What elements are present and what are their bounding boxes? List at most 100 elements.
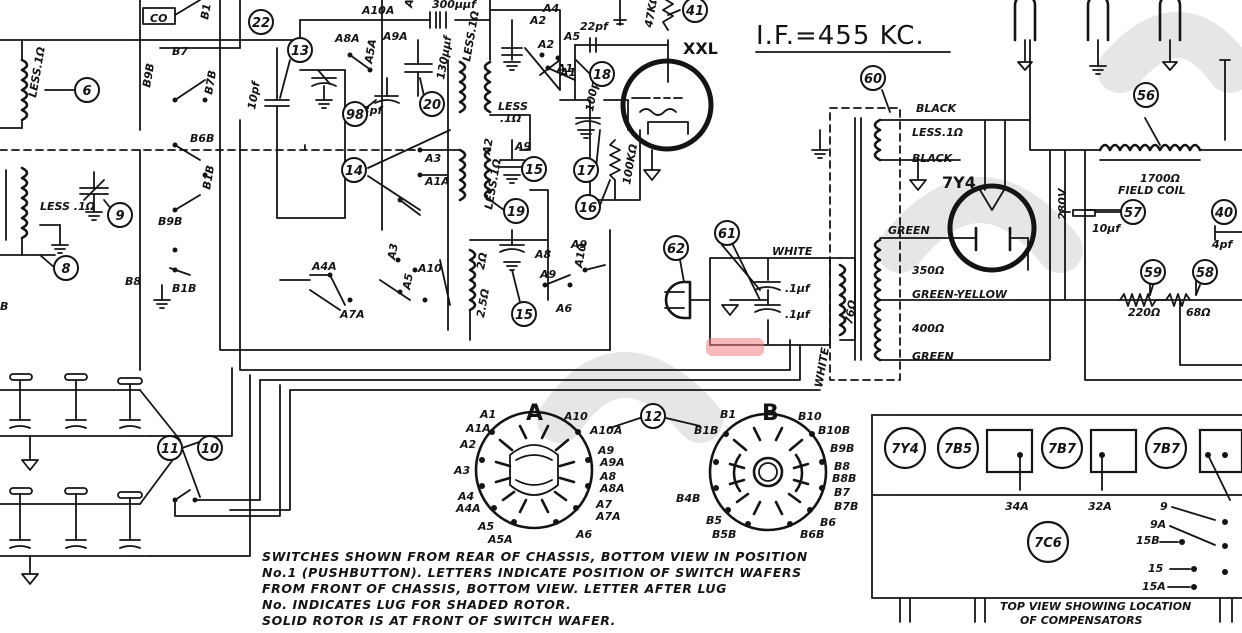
svg-text:15B: 15B [1136, 534, 1160, 547]
callout-56: 56 [1133, 82, 1159, 108]
svg-text:GREEN: GREEN [912, 350, 954, 363]
svg-text:B10: B10 [798, 410, 822, 423]
svg-text:A3: A3 [424, 152, 442, 165]
switch-wafer-b: B B1 B1B B4B B5 B5B B10 B10B B9B B8 B8B … [665, 401, 858, 541]
svg-text:15: 15 [525, 163, 543, 178]
svg-text:A5: A5 [400, 272, 416, 292]
svg-text:.1μf: .1μf [785, 308, 811, 321]
svg-text:10μf: 10μf [1092, 222, 1121, 235]
svg-text:300μμf: 300μμf [432, 0, 477, 11]
svg-text:59: 59 [1144, 266, 1162, 281]
svg-text:4pf: 4pf [1211, 238, 1234, 251]
svg-text:220Ω: 220Ω [1128, 306, 1160, 319]
svg-text:62: 62 [667, 242, 685, 257]
svg-text:7B5: 7B5 [944, 442, 972, 457]
callout-22: 22 [248, 9, 274, 35]
svg-text:GREEN: GREEN [888, 224, 930, 237]
svg-text:LESS .1Ω: LESS .1Ω [40, 200, 95, 213]
svg-text:B6B: B6B [800, 528, 824, 541]
svg-text:B4B: B4B [676, 492, 700, 505]
svg-text:LESS.1Ω: LESS.1Ω [460, 10, 482, 63]
svg-text:A10: A10 [563, 410, 588, 423]
svg-text:A10: A10 [572, 242, 589, 269]
svg-text:7B7: 7B7 [1152, 442, 1181, 457]
svg-text:B1B: B1B [200, 164, 217, 190]
callout-bubbles: 6 8 9 10 11 12 13 14 15 15 16 17 18 19 2… [39, 0, 1237, 461]
callout-61: 61 [714, 220, 740, 246]
svg-text:A2: A2 [459, 438, 477, 451]
svg-text:A6: A6 [555, 302, 573, 315]
callout-9: 9 [103, 199, 133, 228]
svg-text:FIELD COIL: FIELD COIL [1118, 184, 1186, 197]
svg-text:350Ω: 350Ω [912, 264, 944, 277]
svg-text:B7B: B7B [202, 69, 219, 95]
svg-text:B8: B8 [834, 460, 850, 473]
center-left-section: 10pf A8A A5A A9A 3pf 130μμf A10A A1A 300… [139, 0, 491, 231]
svg-text:B1: B1 [198, 2, 214, 20]
svg-text:A: A [526, 401, 543, 426]
svg-text:57: 57 [1124, 206, 1143, 221]
svg-text:B6B: B6B [190, 132, 214, 145]
svg-text:15A: 15A [1142, 580, 1166, 593]
left-switch-contacts: B9B B7B B6B B1B B9B B8 B1B B CO B7 B1 [0, 0, 241, 371]
svg-text:B8: B8 [125, 275, 141, 288]
callout-57: 57 [1095, 199, 1146, 225]
svg-text:B9B: B9B [830, 442, 854, 455]
svg-text:A9: A9 [597, 444, 615, 457]
svg-text:FROM FRONT OF CHASSIS, BOTTOM: FROM FRONT OF CHASSIS, BOTTOM VIEW. LETT… [262, 581, 727, 596]
svg-text:22pf: 22pf [580, 20, 609, 33]
svg-text:280V: 280V [1056, 187, 1069, 220]
svg-text:10: 10 [201, 442, 219, 457]
svg-text:I.F.=455 KC.: I.F.=455 KC. [756, 21, 925, 51]
svg-text:SWITCHES SHOWN FROM REAR OF CH: SWITCHES SHOWN FROM REAR OF CHASSIS, BOT… [262, 549, 808, 564]
svg-text:56: 56 [1137, 89, 1155, 104]
svg-text:9: 9 [115, 209, 124, 224]
svg-text:15: 15 [1148, 562, 1164, 575]
svg-text:A5A: A5A [362, 38, 379, 66]
callout-15b: 15 [511, 269, 537, 327]
svg-text:7Y4: 7Y4 [891, 442, 919, 457]
svg-text:60: 60 [864, 72, 882, 87]
svg-text:A1A: A1A [424, 175, 450, 188]
callout-58: 58 [1192, 259, 1218, 296]
svg-text:A3: A3 [453, 464, 471, 477]
svg-text:A1: A1 [556, 62, 573, 75]
highlight-mark [706, 338, 764, 356]
callout-62: 62 [663, 235, 689, 283]
callout-41: 41 [667, 0, 708, 23]
callout-18: 18 [575, 59, 615, 87]
svg-text:A4A: A4A [311, 260, 337, 273]
svg-text:A5: A5 [563, 30, 581, 43]
svg-text:9A: 9A [1150, 518, 1166, 531]
svg-text:CO: CO [150, 12, 167, 25]
callout-16: 16 [575, 179, 611, 220]
svg-text:7C6: 7C6 [1034, 536, 1062, 551]
svg-text:A7: A7 [595, 498, 613, 511]
svg-text:7B7: 7B7 [1048, 442, 1077, 457]
svg-text:B5B: B5B [712, 528, 736, 541]
svg-text:7Y4: 7Y4 [942, 173, 976, 192]
svg-text:B1B: B1B [172, 282, 196, 295]
svg-text:A9: A9 [514, 140, 532, 153]
svg-text:A2: A2 [529, 14, 547, 27]
svg-text:No. INDICATES LUG FOR SHADED R: No. INDICATES LUG FOR SHADED ROTOR. [262, 597, 571, 612]
callout-40: 40 [1211, 199, 1237, 225]
callout-17: 17 [573, 129, 601, 183]
svg-text:61: 61 [718, 227, 736, 242]
svg-text:A9A: A9A [599, 456, 625, 469]
callout-10: 10 [197, 435, 223, 461]
svg-text:SOLID ROTOR IS AT FRONT OF SWI: SOLID ROTOR IS AT FRONT OF SWITCH WAFER. [262, 613, 616, 628]
svg-text:A9: A9 [570, 238, 588, 251]
svg-text:A4: A4 [542, 2, 559, 15]
svg-text:No.1 (PUSHBUTTON). LETTERS IND: No.1 (PUSHBUTTON). LETTERS INDICATE POSI… [262, 565, 802, 580]
svg-text:BLACK: BLACK [916, 102, 958, 115]
switch-notes: SWITCHES SHOWN FROM REAR OF CHASSIS, BOT… [262, 549, 808, 628]
callout-59: 59 [1140, 259, 1166, 296]
svg-text:32A: 32A [1088, 500, 1112, 513]
svg-text:17: 17 [577, 164, 596, 179]
svg-text:OF COMPENSATORS: OF COMPENSATORS [1020, 614, 1143, 627]
svg-text:13: 13 [291, 44, 309, 59]
svg-text:WHITE: WHITE [772, 245, 813, 258]
svg-text:A4A: A4A [455, 502, 481, 515]
top-right-terminals [1013, 0, 1182, 121]
